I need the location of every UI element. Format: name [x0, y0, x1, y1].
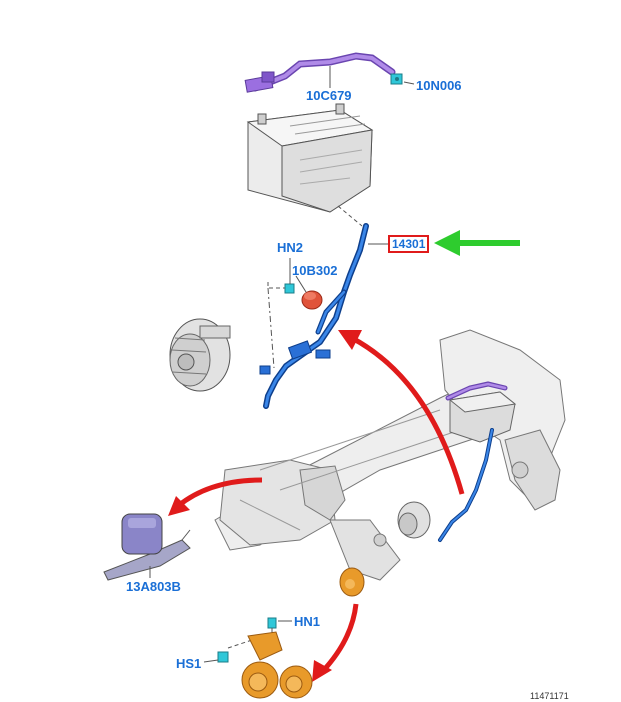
label-HN2: HN2 — [277, 240, 304, 255]
green-arrow — [434, 230, 520, 256]
label-14301-highlighted: 14301 — [388, 235, 430, 253]
red-arrow-left — [168, 477, 263, 516]
alternator-small — [397, 501, 431, 539]
battery-small — [448, 391, 517, 443]
purple-cable-small — [445, 381, 508, 401]
battery — [246, 103, 374, 213]
horn-assembly — [217, 617, 313, 699]
label-10N006: 10N006 — [416, 78, 462, 93]
label-HS1: HS1 — [176, 656, 202, 671]
blue-cable-14301 — [259, 223, 369, 409]
label-10B302: 10B302 — [292, 263, 338, 278]
purple-cable-10C679 — [244, 52, 396, 93]
horn-small — [339, 567, 365, 597]
reference-number: 11471171 — [530, 691, 569, 701]
cap-10B302 — [301, 290, 323, 310]
alternator — [169, 318, 231, 392]
red-arrow-right — [338, 330, 465, 495]
red-arrow-down — [312, 603, 359, 682]
label-10C679: 10C679 — [306, 88, 352, 103]
label-13A803B: 13A803B — [126, 579, 181, 594]
blue-cable-small — [438, 428, 494, 542]
fastener-HN2 — [284, 283, 295, 294]
sensor-13A803B — [103, 513, 191, 581]
connector-10N006 — [390, 73, 403, 85]
label-HN1: HN1 — [294, 614, 321, 629]
